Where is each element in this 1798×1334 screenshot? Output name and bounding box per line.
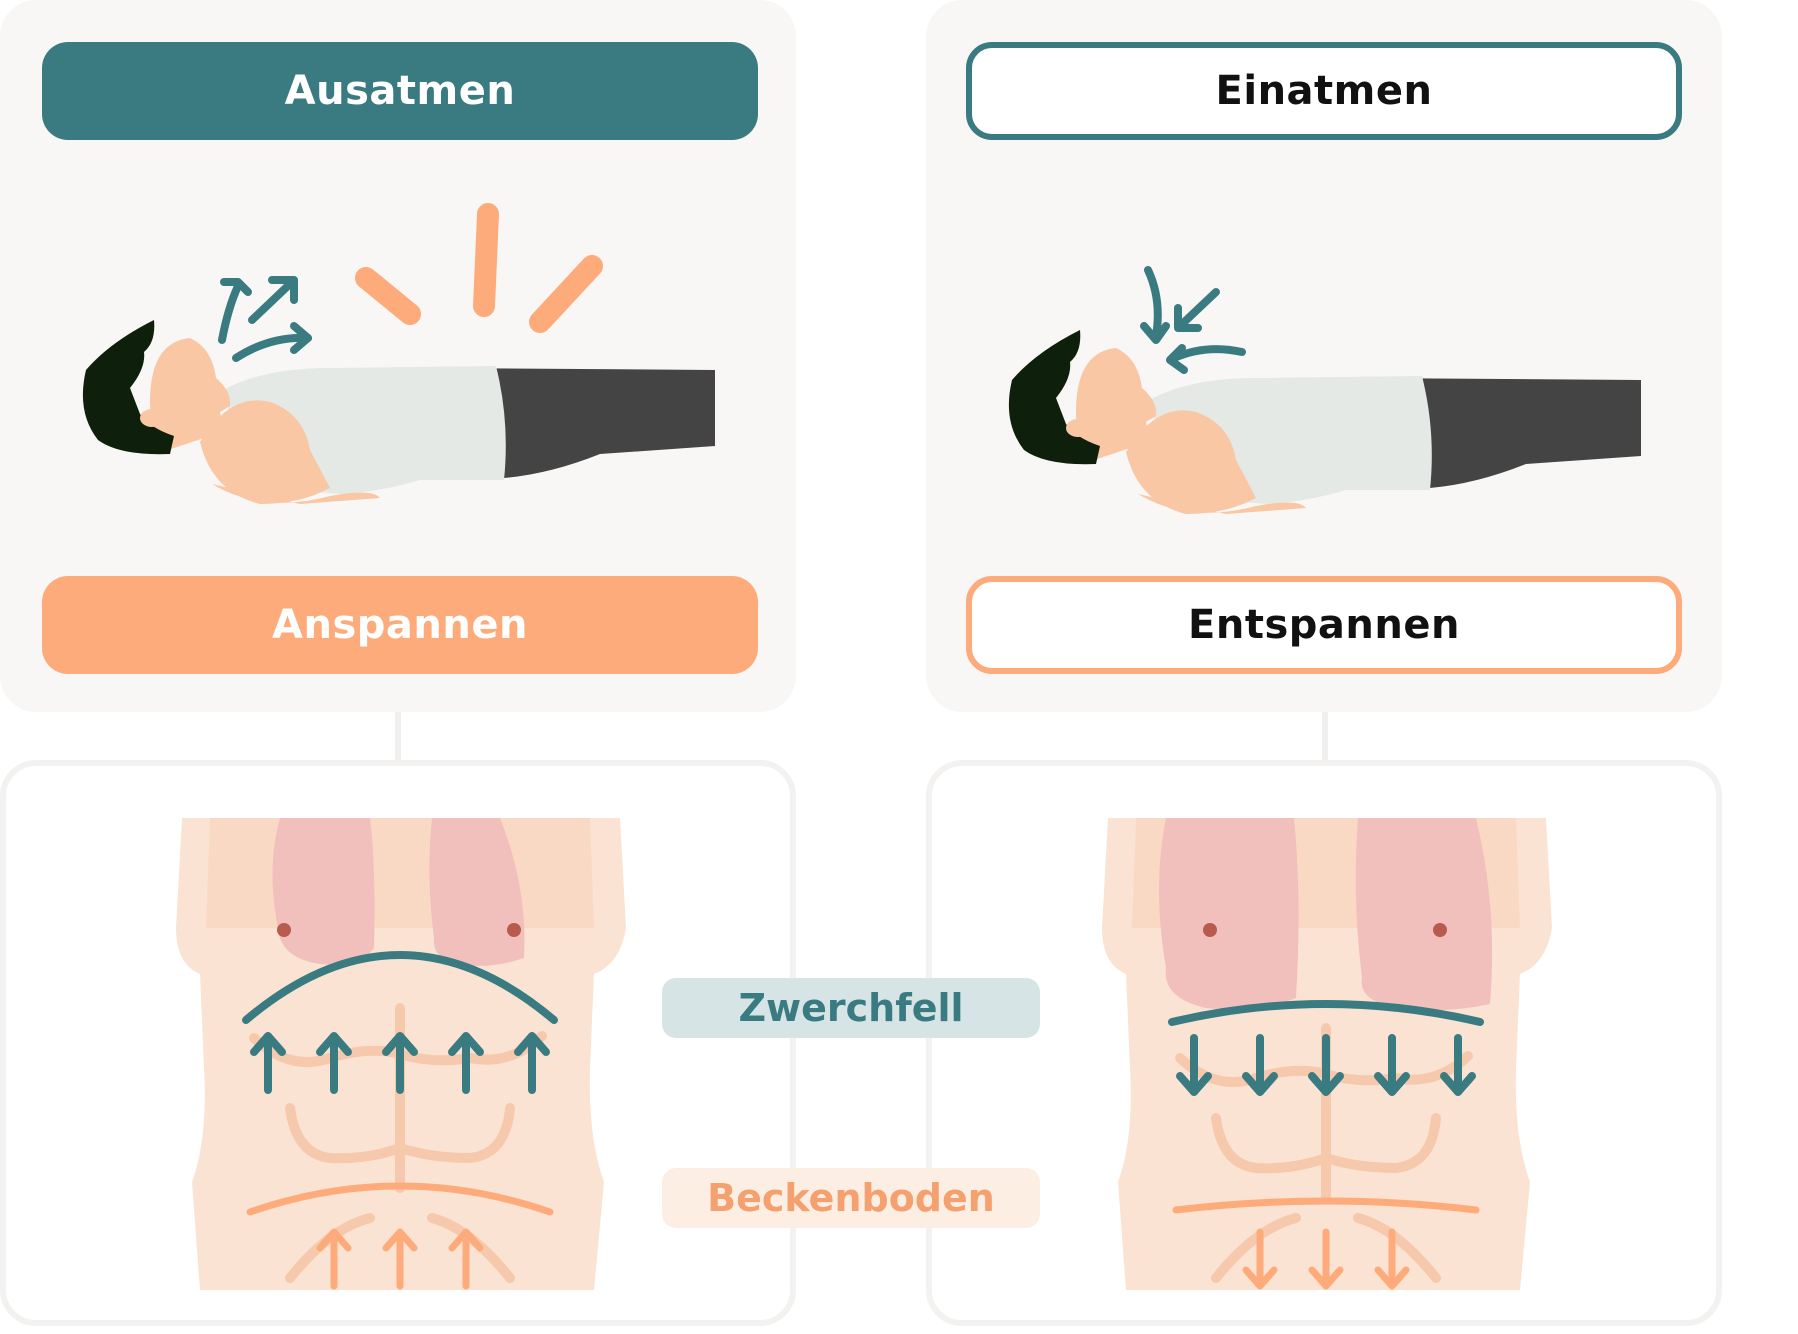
inhale-torso-illustration: [1102, 818, 1552, 1290]
pelvic-floor-curve: [1172, 1197, 1480, 1214]
nipple-left: [277, 923, 291, 937]
pelvic-floor-up-arrows-icon: [316, 1228, 484, 1290]
diaphragm-label: Zwerchfell: [662, 978, 1040, 1038]
tension-strokes-icon: [355, 203, 603, 333]
person-figure: [1008, 330, 1641, 514]
exhale-torso-illustration: [176, 818, 626, 1290]
inhale-tension-label: Entspannen: [966, 576, 1682, 674]
pelvic-floor-down-arrows-icon: [1242, 1228, 1410, 1290]
outgoing-breath-arrows-icon: [218, 276, 312, 362]
inhale-breath-label: Einatmen: [966, 42, 1682, 140]
pelvic-floor-curve: [246, 1182, 554, 1216]
diaphragm-curve: [242, 951, 558, 1024]
exhale-breath-label: Ausatmen: [42, 42, 758, 140]
diaphragm-down-arrows-icon: [1176, 1034, 1476, 1096]
inhale-lying-person-illustration: [1008, 266, 1641, 514]
exhale-tension-label: Anspannen: [42, 576, 758, 674]
person-figure: [82, 320, 715, 504]
nipple-right: [1433, 923, 1447, 937]
nipple-left: [1203, 923, 1217, 937]
lungs-icon: [1159, 818, 1493, 1011]
pelvic-floor-label: Beckenboden: [662, 1168, 1040, 1228]
diaphragm-up-arrows-icon: [250, 1032, 550, 1094]
nipple-right: [507, 923, 521, 937]
diaphragm-curve: [1168, 1000, 1484, 1026]
exhale-lying-person-illustration: [82, 203, 715, 504]
lungs-icon: [272, 818, 525, 966]
exhale-connector-line: [395, 712, 401, 760]
inhale-connector-line: [1322, 712, 1328, 760]
incoming-breath-arrows-icon: [1140, 266, 1246, 374]
